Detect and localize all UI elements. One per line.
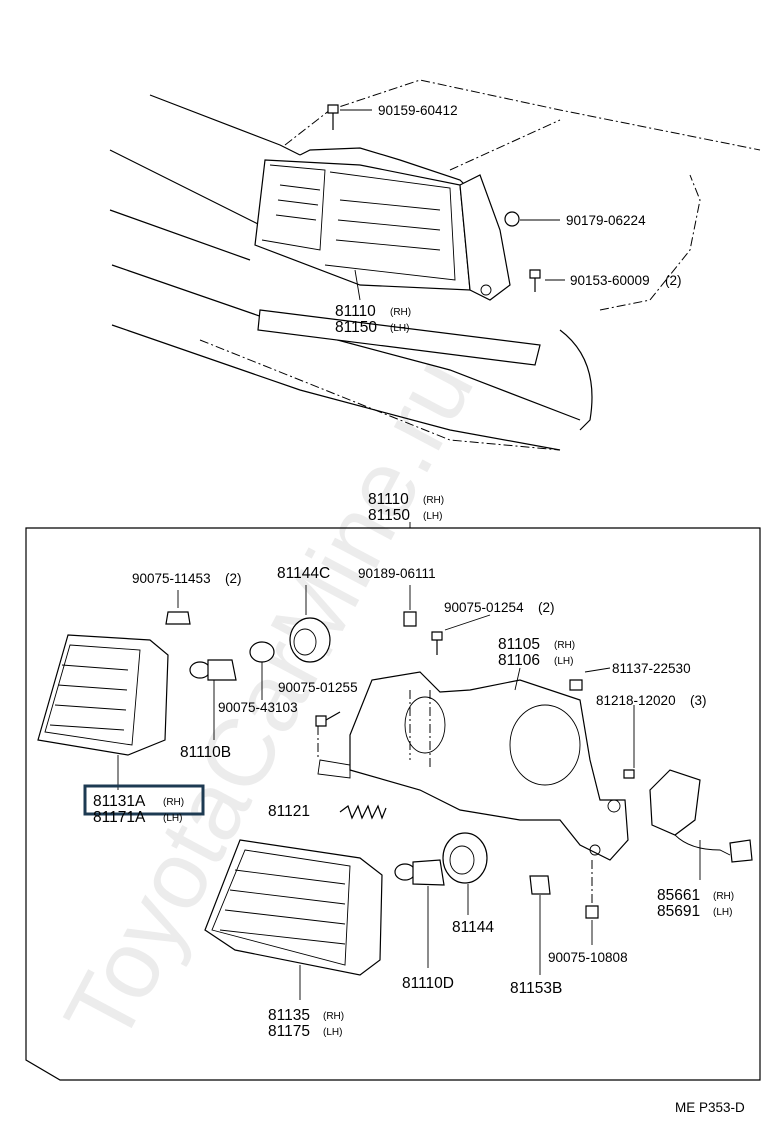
label-90189-06111: 90189-06111 (358, 566, 436, 581)
label-90159-60412: 90159-60412 (378, 103, 458, 118)
tag-rh: (RH) (554, 640, 575, 651)
label-81106-lh: 81106 (498, 652, 540, 669)
tag-lh: (LH) (163, 813, 182, 824)
label-81218-12020: 81218-12020 (596, 693, 676, 708)
label-81175-lh: 81175 (268, 1023, 310, 1040)
tag-rh: (RH) (713, 891, 734, 902)
spring (339, 804, 387, 820)
tag-lh: (LH) (713, 907, 732, 918)
label-qty: (3) (690, 693, 707, 708)
tag-rh: (RH) (323, 1011, 344, 1022)
assembly-title-lh: 81150 (368, 507, 410, 524)
tag-lh: (LH) (554, 656, 573, 667)
label-qty: (2) (665, 273, 682, 288)
assembly-title-rh: 81110 (368, 491, 409, 508)
label-81135-rh: 81135 (268, 1007, 310, 1024)
label-90075-10808: 90075-10808 (548, 950, 628, 965)
label-81110-rh: 81110 (335, 303, 376, 320)
corner-lamp (37, 634, 169, 790)
socket-81144c (289, 585, 331, 663)
assembly-box (25, 527, 761, 1081)
label-90179-06224: 90179-06224 (566, 213, 646, 228)
label-81153b: 81153B (510, 980, 562, 997)
label-81131a-rh: 81131A (93, 793, 146, 810)
bulb-81110b (189, 659, 237, 740)
label-81105-rh: 81105 (498, 636, 540, 653)
label-qty: (2) (538, 600, 555, 615)
highlight-box (83, 784, 205, 816)
label-81121: 81121 (268, 803, 310, 820)
tag-lh: (LH) (323, 1027, 342, 1038)
label-90075-01254: 90075-01254 (444, 600, 524, 615)
label-81144: 81144 (452, 919, 494, 936)
label-90153-60009: 90153-60009 (570, 273, 650, 288)
bulb-81110d (394, 859, 445, 968)
page-code: ME P353-D (675, 1100, 745, 1115)
label-81137-22530: 81137-22530 (612, 661, 691, 676)
label-81144c: 81144C (277, 565, 330, 582)
label-90075-43103: 90075-43103 (218, 700, 298, 715)
tag-rh: (RH) (163, 797, 184, 808)
label-81150-lh: 81150 (335, 319, 377, 336)
tag-lh: (LH) (423, 511, 442, 522)
car-front-view (109, 79, 761, 451)
leveling-actuator (649, 769, 753, 880)
label-85661-rh: 85661 (657, 887, 700, 904)
tag-rh: (RH) (390, 307, 411, 318)
tag-lh: (LH) (390, 323, 409, 334)
label-qty: (2) (225, 571, 242, 586)
socket-81144 (442, 832, 488, 915)
label-81171a-lh: 81171A (93, 809, 146, 826)
label-90075-11453: 90075-11453 (132, 571, 211, 586)
label-85691-lh: 85691 (657, 903, 700, 920)
label-81110b: 81110B (180, 744, 231, 761)
tag-rh: (RH) (423, 495, 444, 506)
label-81110d: 81110D (402, 975, 454, 992)
headlamp (204, 839, 383, 1000)
lamp-bracket (317, 671, 629, 861)
label-90075-01255: 90075-01255 (278, 680, 358, 695)
